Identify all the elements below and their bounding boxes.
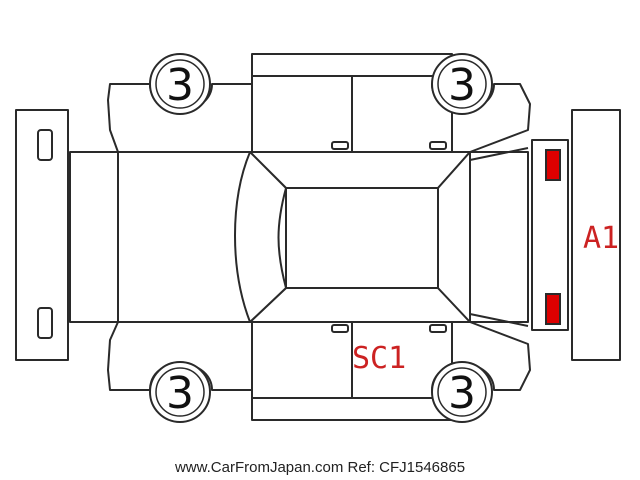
left-side-panels bbox=[107, 53, 531, 153]
tire-front-right-grade: 3 bbox=[448, 60, 476, 111]
footer-watermark: www.CarFromJapan.com Ref: CFJ1546865 bbox=[174, 459, 465, 476]
car-body bbox=[117, 147, 529, 327]
tire-rear-left-grade: 3 bbox=[166, 368, 194, 419]
wheel-front-right: 3 bbox=[431, 53, 493, 115]
right-side-panels bbox=[107, 321, 531, 421]
damage-code-right-door: SC1 bbox=[352, 341, 406, 376]
rear-bumper bbox=[571, 109, 621, 361]
tire-rear-right-grade: 3 bbox=[448, 368, 476, 419]
wheel-rear-right: 3 bbox=[431, 361, 493, 423]
front-bumper bbox=[15, 109, 69, 361]
wheel-front-left: 3 bbox=[149, 53, 211, 115]
hood bbox=[69, 151, 119, 323]
rear-right-damage-marker bbox=[545, 293, 561, 325]
rear-left-damage-marker bbox=[545, 149, 561, 181]
damage-code-rear-bumper: A1 bbox=[583, 221, 619, 256]
tire-front-left-grade: 3 bbox=[166, 60, 194, 111]
wheel-rear-left: 3 bbox=[149, 361, 211, 423]
